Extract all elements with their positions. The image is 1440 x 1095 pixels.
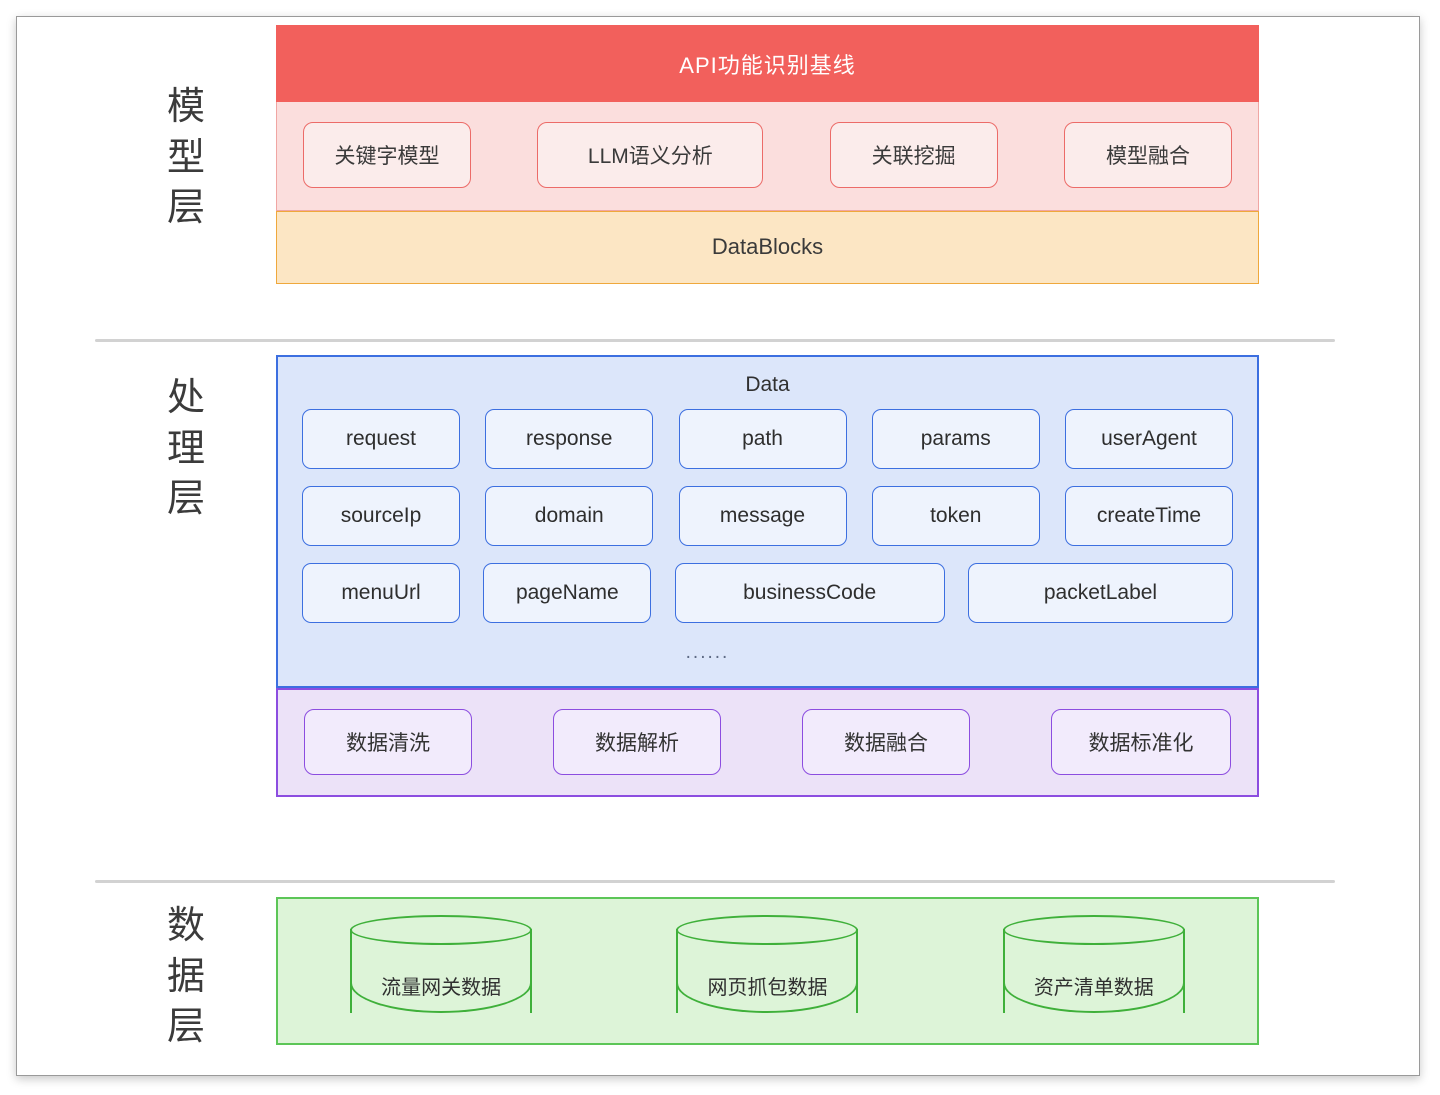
cylinder-top-icon <box>350 915 533 945</box>
section-divider-bottom <box>95 880 1335 883</box>
data-panel: Data request response path params userAg… <box>276 355 1259 688</box>
data-source-label: 资产清单数据 <box>1033 977 1154 999</box>
layer-label-data-char-3: 层 <box>166 1004 207 1049</box>
model-box-keyword[interactable]: 关键字模型 <box>303 122 471 188</box>
layer-label-process-char-3: 层 <box>166 476 207 521</box>
layer-label-data-char-1: 数 <box>166 903 207 947</box>
data-source-traffic-gateway[interactable]: 流量网关数据 <box>350 915 533 1027</box>
layer-label-process-char-2: 理 <box>166 425 207 470</box>
field-message[interactable]: message <box>678 486 847 546</box>
diagram-frame: 模 型 层 API功能识别基线 关键字模型 LLM语义分析 关联挖掘 模型融合 … <box>16 16 1420 1076</box>
model-layer-body: 关键字模型 LLM语义分析 关联挖掘 模型融合 <box>276 102 1259 211</box>
data-source-label: 流量网关数据 <box>381 977 502 999</box>
data-panel-title: Data <box>745 373 790 396</box>
section-divider-top <box>95 339 1335 342</box>
datablocks-band: DataBlocks <box>276 211 1259 284</box>
field-params[interactable]: params <box>871 409 1040 469</box>
data-layer: 流量网关数据 网页抓包数据 资产清单数据 <box>276 897 1259 1045</box>
layer-label-process: 处 理 层 <box>127 372 247 524</box>
cylinder-body-icon <box>350 929 533 1013</box>
model-layer: API功能识别基线 关键字模型 LLM语义分析 关联挖掘 模型融合 DataBl… <box>276 25 1259 284</box>
operation-data-parsing[interactable]: 数据解析 <box>553 709 721 775</box>
field-request[interactable]: request <box>302 409 460 469</box>
data-field-row-2: sourceIp domain message token createTime <box>302 486 1233 546</box>
field-createtime[interactable]: createTime <box>1065 486 1233 546</box>
layer-label-data: 数 据 层 <box>127 900 247 1052</box>
layer-label-model-char-1: 模 <box>166 84 207 128</box>
data-source-list: 流量网关数据 网页抓包数据 资产清单数据 <box>278 899 1257 1043</box>
data-source-asset-inventory[interactable]: 资产清单数据 <box>1002 915 1185 1027</box>
architecture-diagram: 模 型 层 API功能识别基线 关键字模型 LLM语义分析 关联挖掘 模型融合 … <box>17 17 1419 1075</box>
cylinder-body-icon <box>1002 929 1185 1013</box>
process-layer: Data request response path params userAg… <box>276 355 1259 797</box>
operation-data-cleaning[interactable]: 数据清洗 <box>304 709 472 775</box>
data-fields-ellipsis: ...... <box>685 642 730 663</box>
field-token[interactable]: token <box>871 486 1040 546</box>
model-box-llm-semantic[interactable]: LLM语义分析 <box>537 122 764 188</box>
field-path[interactable]: path <box>678 409 847 469</box>
model-layer-header: API功能识别基线 <box>276 25 1259 102</box>
cylinder-body-icon <box>676 929 859 1013</box>
operation-data-standardization[interactable]: 数据标准化 <box>1051 709 1231 775</box>
data-source-webpage-capture[interactable]: 网页抓包数据 <box>676 915 859 1027</box>
field-pagename[interactable]: pageName <box>483 563 652 623</box>
layer-label-model-char-3: 层 <box>166 185 207 230</box>
field-businesscode[interactable]: businessCode <box>674 563 945 623</box>
field-useragent[interactable]: userAgent <box>1065 409 1233 469</box>
layer-label-model-char-2: 型 <box>166 134 207 179</box>
field-domain[interactable]: domain <box>485 486 654 546</box>
data-field-row-1: request response path params userAgent <box>302 409 1233 469</box>
data-source-label: 网页抓包数据 <box>707 977 828 999</box>
field-response[interactable]: response <box>485 409 654 469</box>
operations-band: 数据清洗 数据解析 数据融合 数据标准化 <box>276 688 1259 797</box>
layer-label-data-char-2: 据 <box>166 953 207 998</box>
cylinder-top-icon <box>676 915 859 945</box>
field-packetlabel[interactable]: packetLabel <box>967 563 1233 623</box>
model-box-model-fusion[interactable]: 模型融合 <box>1063 122 1232 188</box>
operation-data-fusion[interactable]: 数据融合 <box>802 709 970 775</box>
field-menuurl[interactable]: menuUrl <box>302 563 460 623</box>
layer-label-process-char-1: 处 <box>166 375 207 419</box>
layer-label-model: 模 型 层 <box>127 81 247 233</box>
data-field-row-3: menuUrl pageName businessCode packetLabe… <box>302 563 1233 623</box>
model-box-association-mining[interactable]: 关联挖掘 <box>829 122 998 188</box>
field-sourceip[interactable]: sourceIp <box>302 486 460 546</box>
cylinder-top-icon <box>1002 915 1185 945</box>
